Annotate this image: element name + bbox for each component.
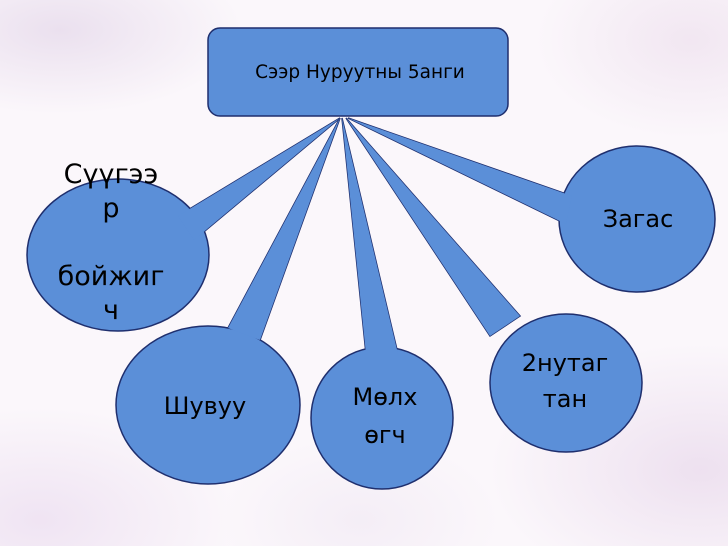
node-birds xyxy=(115,117,341,485)
node-mammals-circle xyxy=(26,178,210,332)
node-mammals xyxy=(26,117,341,332)
diagram-title: Сээр Нуруутны 5анги xyxy=(255,62,465,83)
node-mammals-label: Сүүгээ р бойжиг ч xyxy=(57,159,165,326)
node-reptiles-label: 2нутаг тан xyxy=(521,349,609,413)
node-reptiles xyxy=(345,117,643,453)
node-birds-circle xyxy=(115,325,301,485)
title-box xyxy=(207,27,509,117)
node-birds-label: Шувуу xyxy=(163,392,247,420)
node-fish xyxy=(347,117,716,293)
node-reptiles-circle xyxy=(489,313,643,453)
node-fish-label: Загас xyxy=(602,205,674,233)
node-amphibians xyxy=(310,117,454,490)
node-amphibians-label: Мөлх өгч xyxy=(352,383,418,449)
